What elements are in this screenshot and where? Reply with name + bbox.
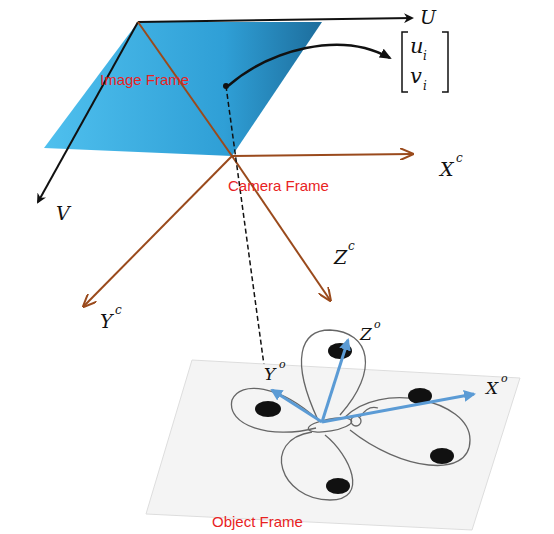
axis-label: Z [334, 248, 347, 267]
axis-label: X [440, 160, 454, 179]
frame-label: Camera Frame [228, 178, 329, 193]
butterfly [231, 330, 470, 500]
axis-label: Y [264, 366, 275, 383]
image-plane [44, 22, 322, 156]
axis-label: Z [360, 326, 372, 343]
frame-label: Object Frame [212, 514, 303, 529]
axis-label: X [486, 380, 498, 397]
superscript: o [374, 319, 381, 330]
axis-label: U [420, 8, 436, 27]
frame-label: Image Frame [100, 72, 189, 87]
superscript: o [279, 359, 286, 370]
subscript: i [423, 50, 427, 62]
axis-label: Y [100, 312, 113, 331]
superscript: c [115, 304, 122, 316]
superscript: c [348, 240, 355, 252]
coordinate: u [410, 36, 424, 57]
superscript: c [456, 152, 463, 164]
superscript: o [501, 373, 508, 384]
subscript: i [423, 80, 427, 92]
dots [255, 343, 454, 494]
coordinate: v [410, 66, 422, 87]
axis-label: V [56, 204, 70, 223]
